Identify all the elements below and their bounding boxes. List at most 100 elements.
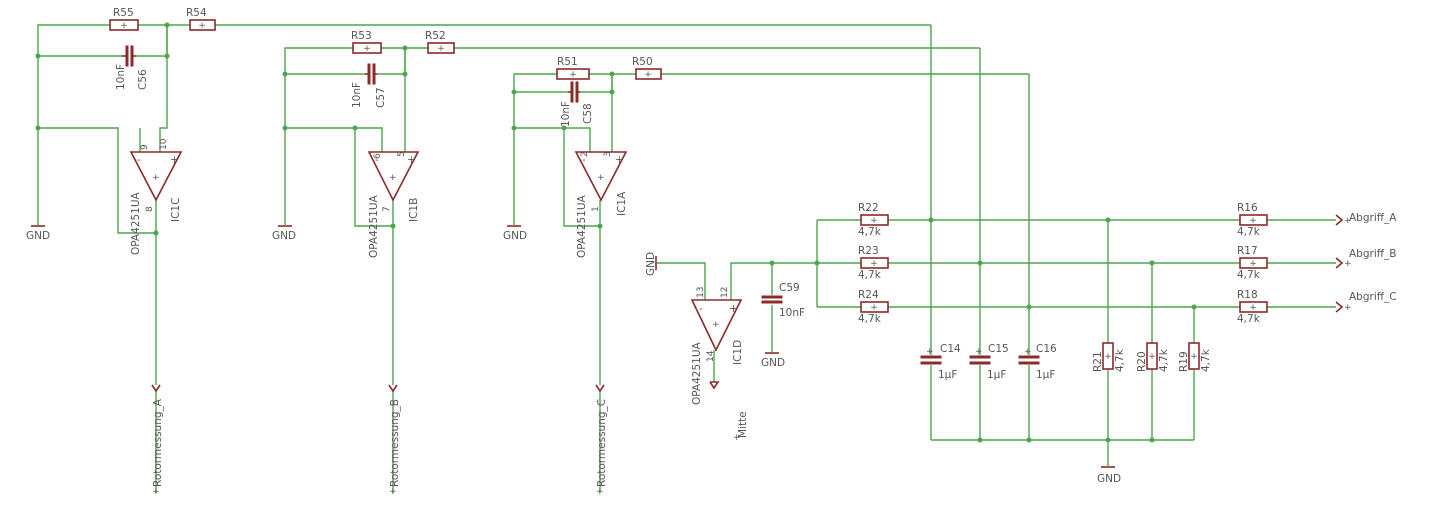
svg-text:GND: GND bbox=[645, 252, 657, 276]
svg-text:C57: C57 bbox=[375, 87, 387, 108]
svg-text:-: - bbox=[375, 154, 379, 166]
opamp-ic1d: - + + 13 12 14 OPA4251UA IC1D bbox=[690, 287, 744, 405]
opamp-ic1a: - + + 2 3 1 OPA4251UA IC1A bbox=[574, 151, 628, 258]
opamp-ic1c: - + + 9 10 8 OPA4251UA IC1C bbox=[129, 138, 183, 255]
svg-text:7: 7 bbox=[382, 206, 392, 212]
svg-text:+: + bbox=[569, 70, 577, 80]
svg-text:14: 14 bbox=[706, 350, 716, 362]
svg-text:GND: GND bbox=[1097, 473, 1121, 485]
svg-text:R21: R21 bbox=[1092, 351, 1104, 372]
svg-text:R52: R52 bbox=[425, 30, 446, 42]
svg-text:-: - bbox=[582, 154, 586, 166]
resistor-r18: + R18 4,7k bbox=[1237, 289, 1268, 325]
svg-text:+: + bbox=[1104, 352, 1112, 362]
svg-text:+: + bbox=[729, 303, 738, 315]
svg-text:+: + bbox=[363, 44, 371, 54]
svg-text:10nF: 10nF bbox=[779, 307, 805, 319]
svg-text:R16: R16 bbox=[1237, 202, 1258, 214]
svg-text:+: + bbox=[1344, 303, 1352, 313]
svg-text:+: + bbox=[870, 216, 878, 226]
svg-text:Rotormessung_A: Rotormessung_A bbox=[152, 398, 164, 487]
resistor-r54: + R54 bbox=[186, 7, 216, 31]
svg-text:+: + bbox=[1344, 216, 1352, 226]
svg-text:R24: R24 bbox=[858, 289, 879, 301]
svg-text:+: + bbox=[975, 347, 983, 357]
svg-text:2: 2 bbox=[580, 151, 590, 157]
svg-text:3: 3 bbox=[603, 151, 613, 157]
gnd-stage-c: GND bbox=[26, 225, 50, 242]
junctions bbox=[35, 22, 1197, 443]
svg-text:+: + bbox=[152, 487, 160, 497]
resistor-r53: + R53 bbox=[351, 30, 382, 54]
svg-text:+: + bbox=[389, 173, 397, 183]
svg-text:Abgriff_A: Abgriff_A bbox=[1349, 212, 1397, 224]
svg-text:13: 13 bbox=[696, 287, 706, 298]
port-rotormessung-b: + Rotormessung_B bbox=[388, 384, 401, 497]
opamp-ic1b: - + + 6 5 7 OPA4251UA IC1B bbox=[367, 151, 420, 258]
svg-text:C14: C14 bbox=[940, 343, 961, 355]
svg-text:4,7k: 4,7k bbox=[1237, 313, 1261, 325]
svg-text:+: + bbox=[870, 303, 878, 313]
gnd-bottom-bus: GND bbox=[1097, 466, 1121, 485]
resistor-r16: + R16 4,7k bbox=[1237, 202, 1268, 238]
svg-text:1µF: 1µF bbox=[1036, 369, 1055, 381]
svg-text:+: + bbox=[1190, 352, 1198, 362]
svg-text:GND: GND bbox=[272, 230, 296, 242]
svg-text:C16: C16 bbox=[1036, 343, 1057, 355]
svg-text:6: 6 bbox=[373, 153, 383, 159]
svg-text:12: 12 bbox=[720, 287, 730, 298]
svg-text:OPA4251UA: OPA4251UA bbox=[576, 194, 588, 258]
svg-text:1µF: 1µF bbox=[938, 369, 957, 381]
svg-text:OPA4251UA: OPA4251UA bbox=[130, 191, 142, 255]
resistor-r51: + R51 bbox=[556, 56, 590, 80]
port-abgriff-c: + Abgriff_C bbox=[1335, 291, 1397, 313]
svg-text:R55: R55 bbox=[113, 7, 134, 19]
svg-text:C56: C56 bbox=[137, 69, 149, 90]
svg-text:4,7k: 4,7k bbox=[1158, 348, 1170, 372]
svg-text:8: 8 bbox=[145, 206, 155, 212]
svg-text:-: - bbox=[137, 154, 141, 166]
svg-text:4,7k: 4,7k bbox=[858, 269, 882, 281]
resistor-r21: + R21 4,7k bbox=[1092, 342, 1126, 372]
svg-text:+: + bbox=[407, 154, 416, 166]
svg-text:Rotormessung_B: Rotormessung_B bbox=[389, 399, 401, 487]
capacitor-c56: 10nF C56 bbox=[115, 45, 149, 90]
svg-text:+: + bbox=[926, 347, 934, 357]
svg-text:IC1A: IC1A bbox=[616, 191, 628, 216]
svg-text:1µF: 1µF bbox=[987, 369, 1006, 381]
svg-text:C58: C58 bbox=[582, 103, 594, 124]
svg-text:R23: R23 bbox=[858, 245, 879, 257]
gnd-stage-a: GND bbox=[503, 225, 527, 242]
svg-text:9: 9 bbox=[140, 144, 150, 150]
svg-text:+: + bbox=[615, 154, 624, 166]
capacitor-c57: 10nF C57 bbox=[351, 63, 387, 108]
svg-text:C59: C59 bbox=[779, 282, 800, 294]
svg-text:+: + bbox=[170, 154, 179, 166]
svg-text:R54: R54 bbox=[186, 7, 207, 19]
svg-text:R20: R20 bbox=[1136, 351, 1148, 372]
gnd-stage-b: GND bbox=[272, 225, 296, 242]
svg-text:Rotormessung_C: Rotormessung_C bbox=[596, 399, 608, 487]
svg-text:GND: GND bbox=[26, 230, 50, 242]
svg-text:+: + bbox=[644, 70, 652, 80]
port-abgriff-b: + Abgriff_B bbox=[1335, 248, 1396, 269]
svg-text:10nF: 10nF bbox=[351, 82, 363, 108]
svg-text:+: + bbox=[597, 173, 605, 183]
svg-text:4,7k: 4,7k bbox=[858, 313, 882, 325]
svg-text:R22: R22 bbox=[858, 202, 879, 214]
capacitor-c14: + C14 1µF bbox=[920, 343, 961, 381]
svg-text:R17: R17 bbox=[1237, 245, 1258, 257]
svg-text:IC1D: IC1D bbox=[732, 340, 744, 365]
resistor-r52: + R52 bbox=[425, 30, 455, 54]
svg-text:4,7k: 4,7k bbox=[1114, 348, 1126, 372]
resistor-r24: + R24 4,7k bbox=[858, 289, 889, 325]
resistor-r55: + R55 bbox=[109, 7, 139, 31]
svg-text:IC1B: IC1B bbox=[408, 198, 420, 222]
svg-text:R53: R53 bbox=[351, 30, 372, 42]
resistor-r20: + R20 4,7k bbox=[1136, 342, 1170, 372]
svg-text:10nF: 10nF bbox=[115, 64, 127, 90]
port-mitte: + Mitte bbox=[709, 381, 749, 443]
svg-text:Mitte: Mitte bbox=[737, 411, 749, 438]
svg-text:GND: GND bbox=[761, 357, 785, 369]
